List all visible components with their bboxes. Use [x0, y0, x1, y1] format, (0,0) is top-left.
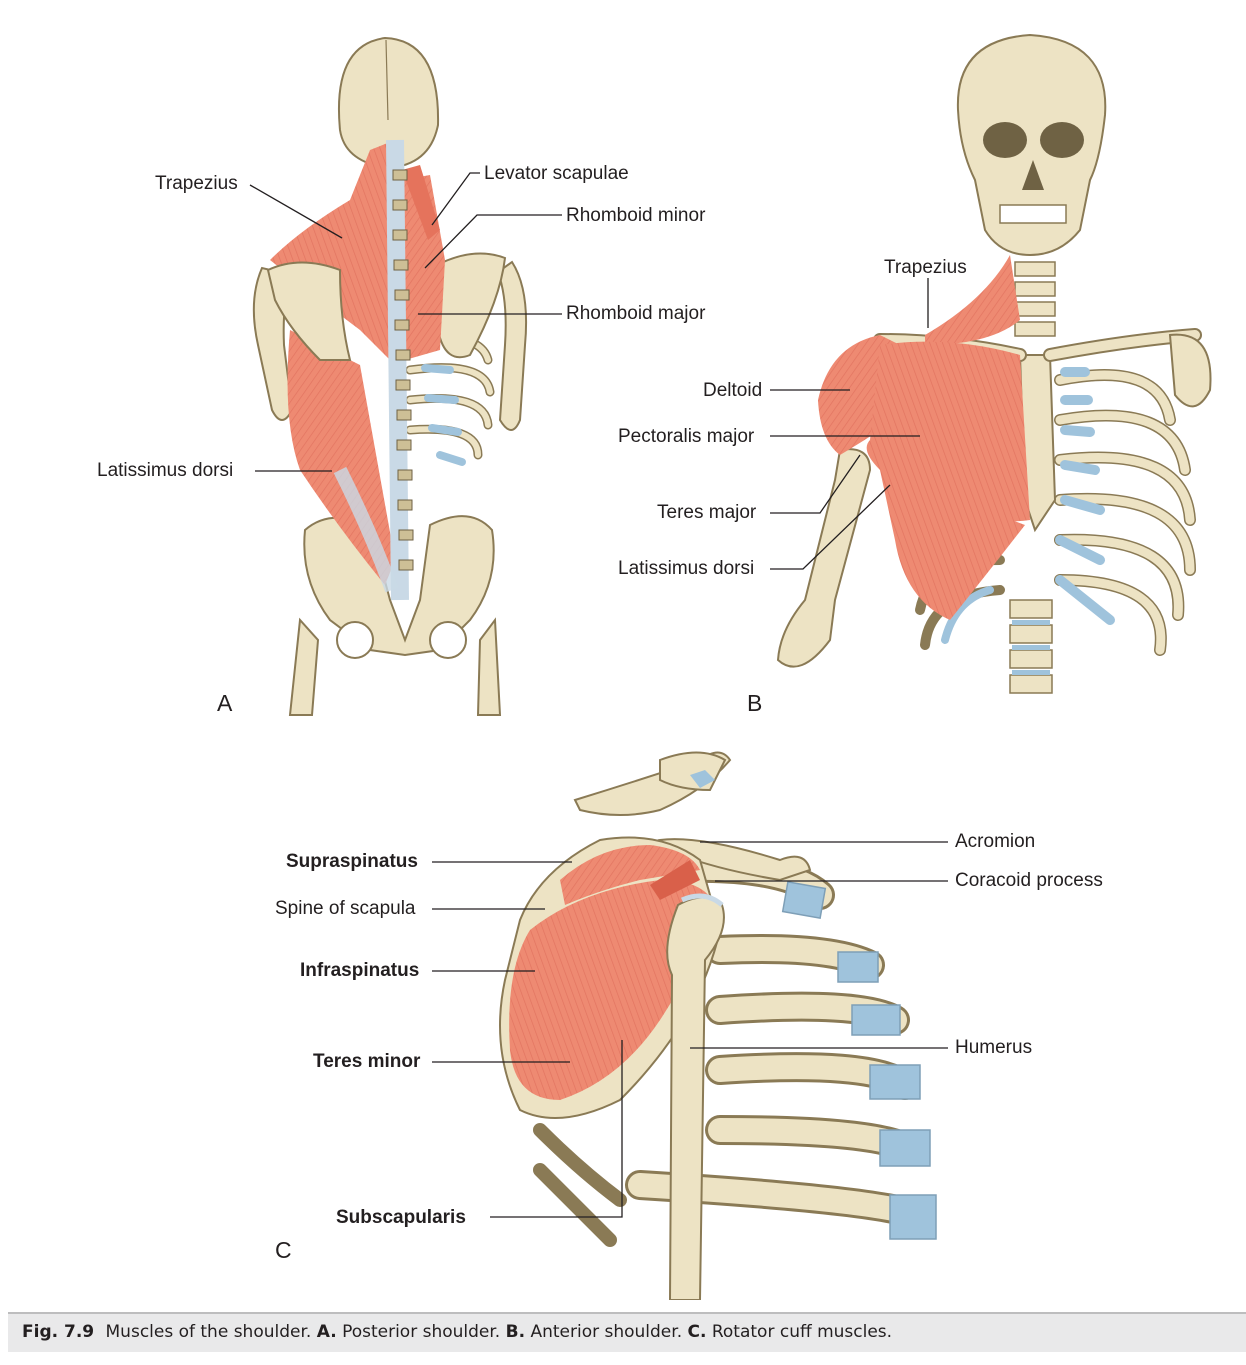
- label-b-latissimus-dorsi: Latissimus dorsi: [618, 558, 755, 579]
- panel-letter-a: A: [217, 690, 233, 716]
- caption-key-c: C.: [687, 1322, 707, 1342]
- leader-lines: [249, 172, 948, 1218]
- caption-text-a: Posterior shoulder.: [342, 1322, 501, 1342]
- panel-letter-c: C: [275, 1237, 292, 1263]
- figure-caption: Fig. 7.9 Muscles of the shoulder. A. Pos…: [8, 1312, 1246, 1352]
- label-c-spine-of-scapula: Spine of scapula: [275, 898, 416, 919]
- caption-text-c: Rotator cuff muscles.: [711, 1322, 893, 1342]
- panel-b-drawing: [776, 33, 1212, 694]
- figure-illustration: Trapezius Levator scapulae Rhomboid mino…: [97, 33, 1212, 1300]
- label-b-pectoralis-major: Pectoralis major: [618, 426, 755, 447]
- label-b-deltoid: Deltoid: [703, 380, 763, 401]
- label-a-trapezius: Trapezius: [155, 173, 238, 194]
- label-a-rhomboid-major: Rhomboid major: [566, 303, 706, 324]
- label-c-humerus: Humerus: [955, 1037, 1033, 1058]
- label-c-coracoid-process: Coracoid process: [955, 870, 1103, 891]
- panel-letter-b: B: [747, 690, 763, 716]
- panel-a-drawing: [252, 36, 528, 716]
- caption-key-b: B.: [505, 1322, 526, 1342]
- label-c-teres-minor: Teres minor: [313, 1051, 421, 1072]
- caption-key-a: A.: [316, 1322, 337, 1342]
- anatomy-drawing: [249, 33, 1212, 1300]
- label-a-latissimus-dorsi: Latissimus dorsi: [97, 460, 234, 481]
- caption-figure-number: Fig. 7.9: [22, 1322, 95, 1342]
- label-b-trapezius: Trapezius: [884, 257, 967, 278]
- caption-main-text: Muscles of the shoulder.: [105, 1322, 312, 1342]
- label-b-teres-major: Teres major: [657, 502, 757, 523]
- caption-text-b: Anterior shoulder.: [530, 1322, 683, 1342]
- label-c-subscapularis: Subscapularis: [336, 1207, 466, 1228]
- label-a-rhomboid-minor: Rhomboid minor: [566, 205, 706, 226]
- label-c-acromion: Acromion: [955, 831, 1036, 852]
- label-c-infraspinatus: Infraspinatus: [300, 960, 420, 981]
- label-a-levator-scapulae: Levator scapulae: [484, 163, 629, 184]
- label-c-supraspinatus: Supraspinatus: [286, 851, 418, 872]
- panel-c-drawing: [499, 751, 937, 1300]
